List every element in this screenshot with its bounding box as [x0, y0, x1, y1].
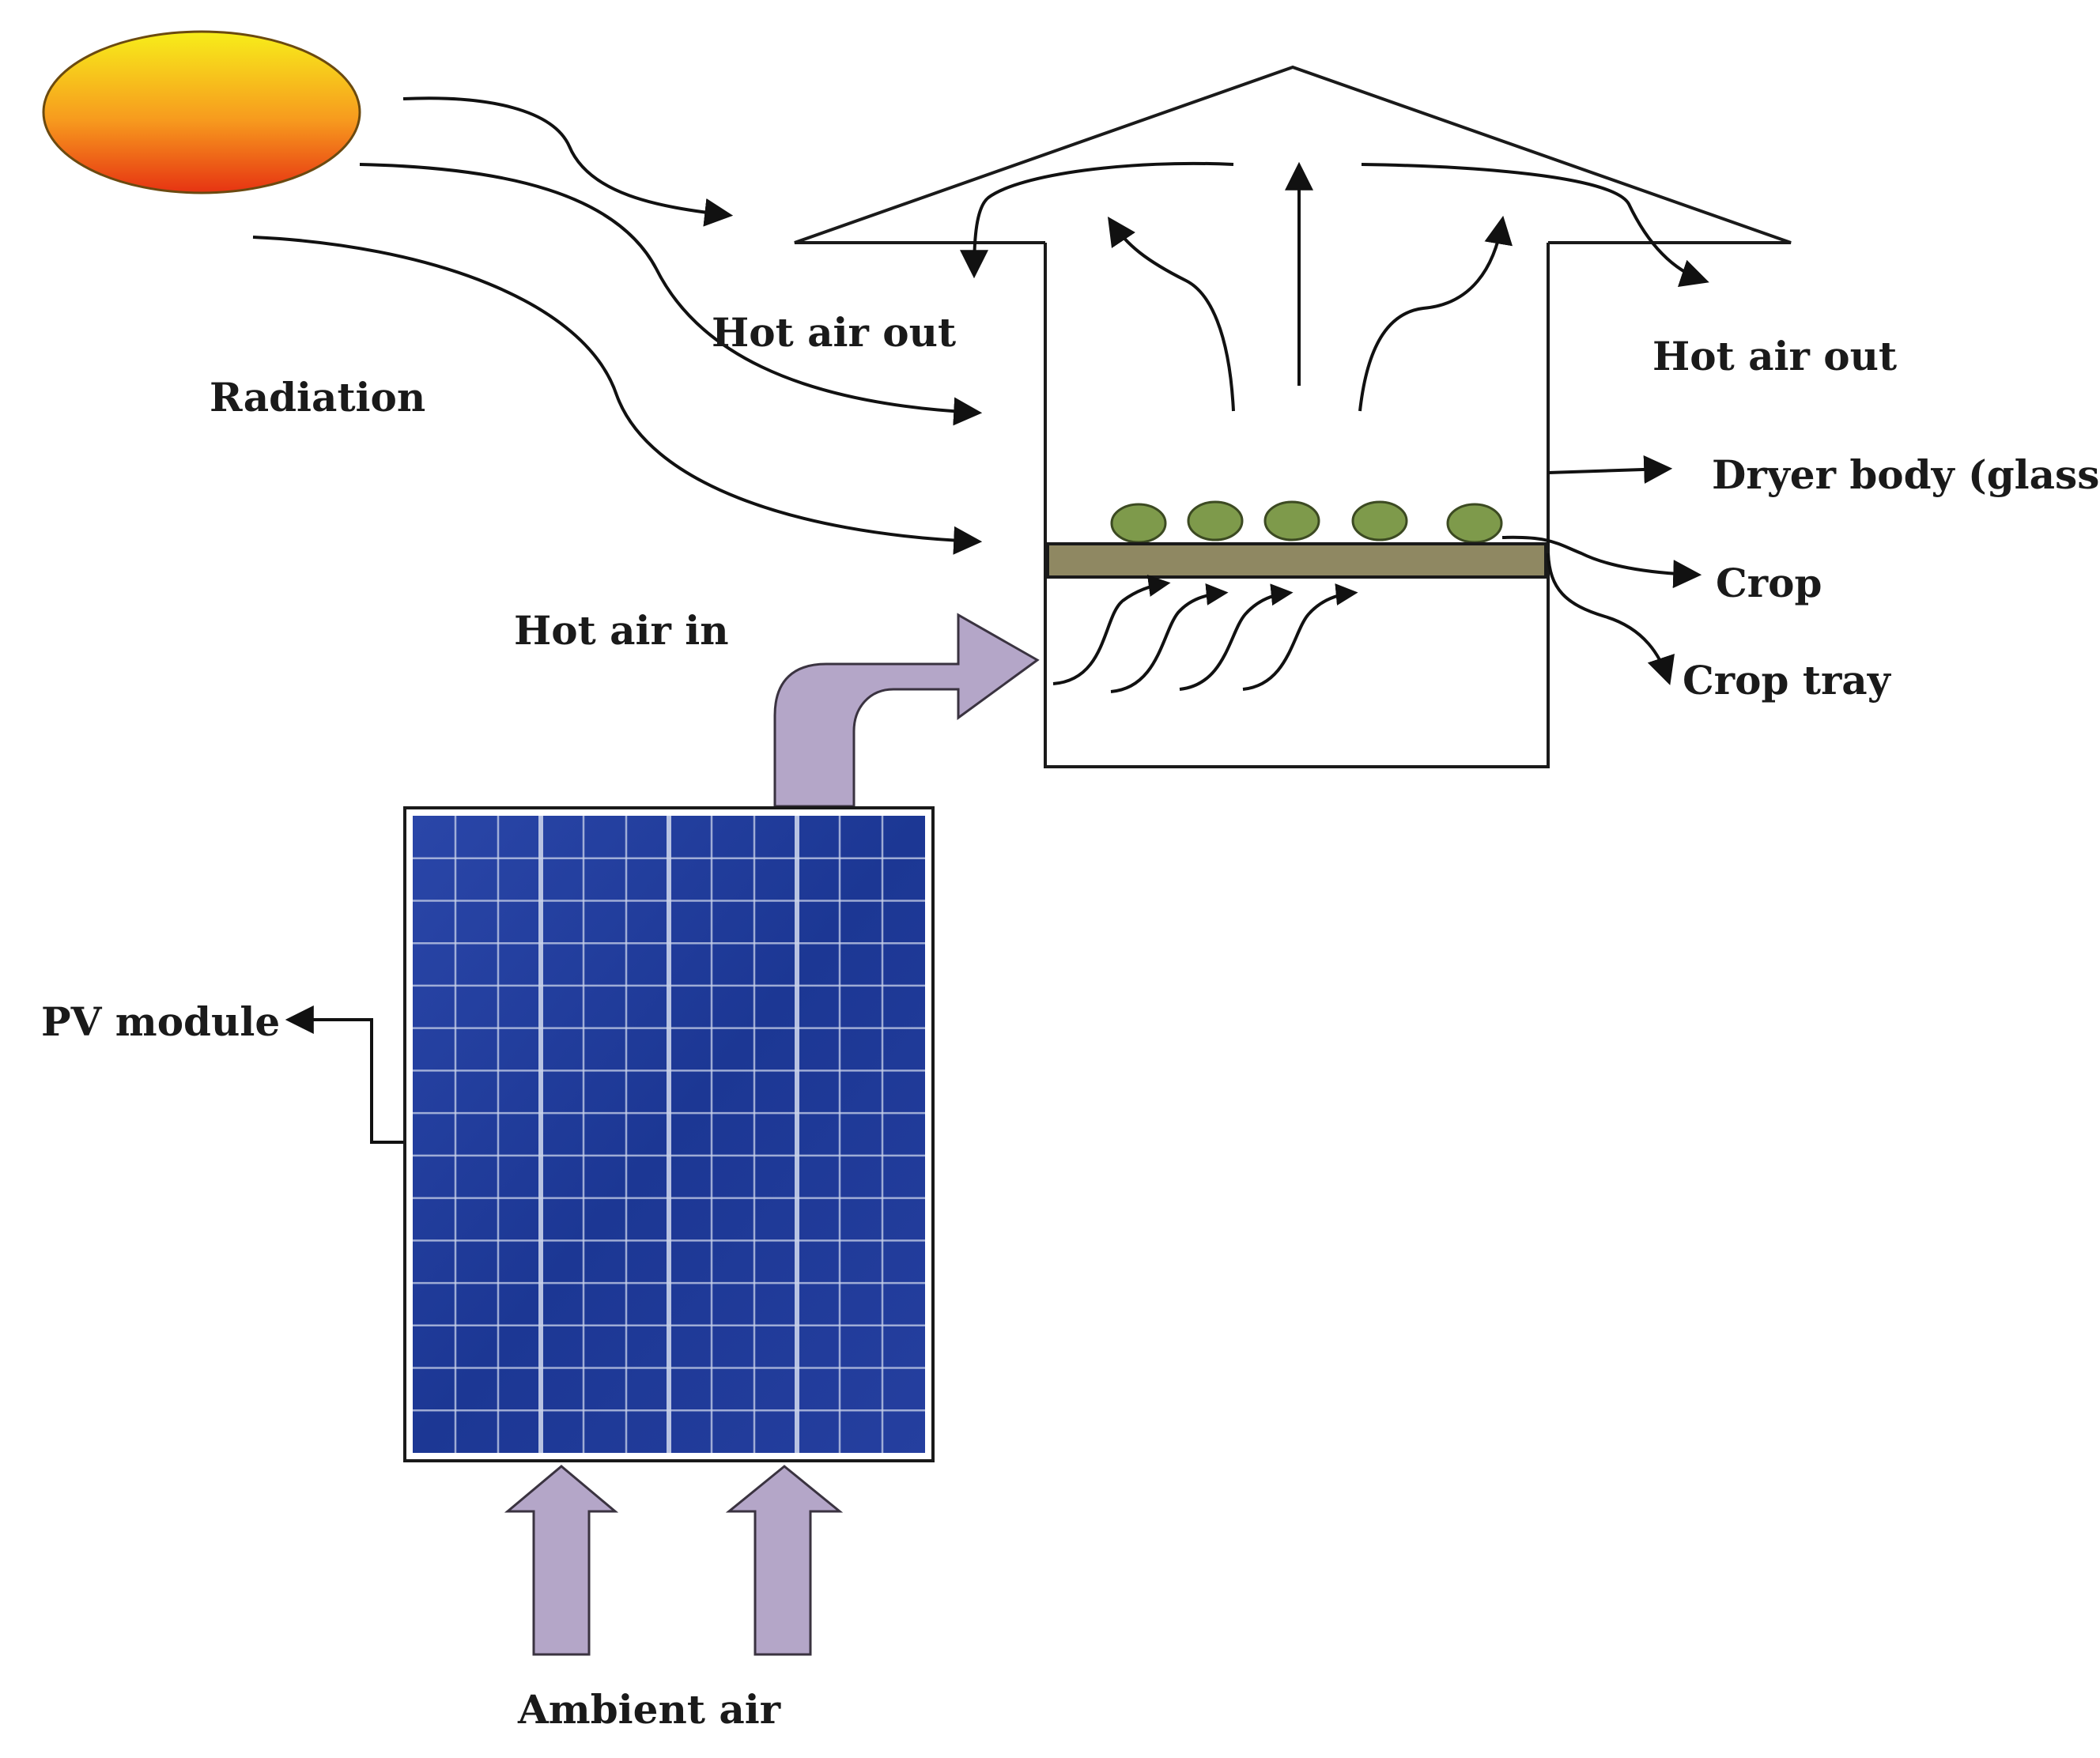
crop-tray-pointer [1547, 553, 1675, 685]
ambient-air-arrow-left [504, 1465, 619, 1656]
radiation-ray-2 [359, 163, 983, 426]
hot-air-out-arrow-right [1361, 163, 1709, 287]
hot-air-in-label: Hot air in [514, 607, 729, 654]
dryer-body-label: Dryer body (glass) [1712, 451, 2100, 498]
hot-air-out-label-left: Hot air out [712, 309, 956, 356]
hot-air-flow-arrows [960, 161, 1709, 412]
under-tray-arrow [1242, 583, 1358, 691]
crop-pointer [1501, 535, 1702, 589]
crops [1110, 500, 1503, 544]
radiation-ray-1 [402, 96, 734, 227]
radiation-label: Radiation [210, 374, 425, 421]
pv-module-label: PV module [41, 998, 280, 1045]
hot-air-arrow-left [1108, 217, 1235, 412]
under-tray-arrow [1179, 583, 1294, 691]
hot-air-duct-arrow [773, 613, 1040, 808]
solar-panel-icon [403, 806, 935, 1462]
under-tray-air-arrows [1052, 575, 1358, 693]
crop-item [1110, 503, 1167, 544]
radiation-rays [252, 96, 983, 555]
radiation-ray-3 [252, 236, 983, 555]
crop-item [1446, 503, 1503, 544]
ambient-air-arrows [504, 1465, 844, 1656]
sun-icon [42, 30, 361, 194]
crop-tray-label: Crop tray [1683, 657, 1892, 704]
crop-tray [1046, 542, 1547, 579]
under-tray-arrow [1052, 575, 1171, 685]
hot-air-arrow-right [1358, 215, 1513, 412]
crop-item [1263, 500, 1320, 541]
dryer-body [1044, 243, 1550, 768]
under-tray-arrow [1110, 583, 1229, 693]
crop-label: Crop [1716, 560, 1822, 606]
hot-air-out-arrow-left [960, 161, 1234, 279]
pv-cell-grid [413, 816, 925, 1453]
ambient-air-label: Ambient air [517, 1686, 781, 1733]
crop-item [1351, 500, 1408, 541]
hot-air-out-label-right: Hot air out [1652, 333, 1897, 379]
dryer-body-pointer [1547, 455, 1673, 484]
dryer-roof [794, 65, 1792, 244]
crop-item [1187, 500, 1244, 541]
ambient-air-arrow-right [725, 1465, 844, 1656]
